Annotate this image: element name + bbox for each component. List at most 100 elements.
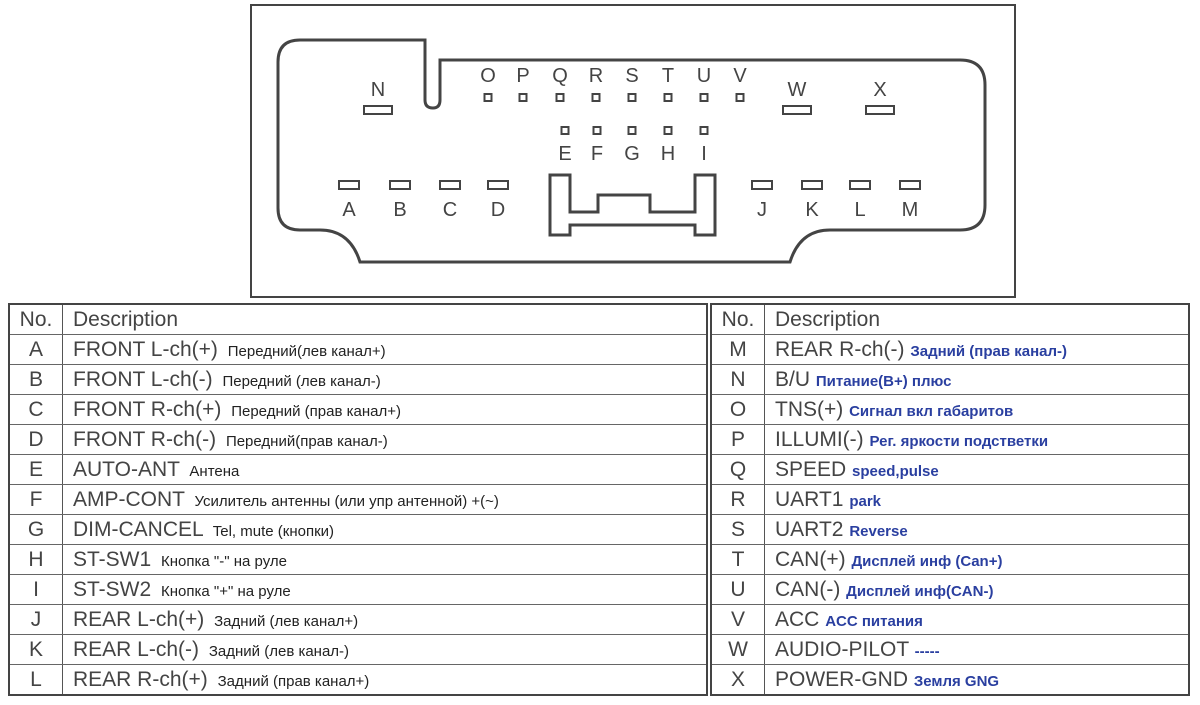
pin-signal: UART1: [775, 487, 844, 511]
pin-label: M: [902, 199, 919, 221]
pin-label: H: [661, 143, 675, 165]
pin-slot: [483, 93, 493, 102]
pin-description: AUDIO-PILOT -----: [764, 634, 1189, 665]
pin-label: W: [788, 79, 807, 101]
pin-id: A: [9, 334, 63, 365]
pin-signal: B/U: [775, 367, 811, 391]
table-row: H ST-SW1 Кнопка "-" на руле: [9, 544, 707, 575]
pin-slot: [849, 180, 871, 190]
pin-description: REAR R-ch(-) Задний (прав канал-): [764, 334, 1189, 365]
pin-description: SPEED speed,pulse: [764, 454, 1189, 485]
pin-slot: [699, 126, 709, 135]
pin-slot: [751, 180, 773, 190]
pin-id: O: [711, 394, 765, 425]
pin-description: UART2 Reverse: [764, 514, 1189, 545]
pin-slot: [439, 180, 461, 190]
pin-label: E: [558, 143, 571, 165]
pin-slot: [735, 93, 745, 102]
table-header: No. Description: [9, 304, 707, 335]
pin-note: speed,pulse: [852, 462, 939, 480]
pin-slot: [782, 105, 812, 115]
pin-signal: AUTO-ANT: [73, 457, 180, 481]
table-row: B FRONT L-ch(-) Передний (лев канал-): [9, 364, 707, 395]
pin-id: I: [9, 574, 63, 605]
pin-id: D: [9, 424, 63, 455]
pin-signal: SPEED: [775, 457, 847, 481]
pin-note: Задний (прав канал-): [910, 342, 1067, 360]
pin-description: ILLUMI(-) Рег. яркости подстветки: [764, 424, 1189, 455]
pin-note: Земля GNG: [913, 672, 1000, 690]
pin-id: H: [9, 544, 63, 575]
pin-note: Задний (лев канал-): [208, 642, 350, 660]
pin-slot: [663, 93, 673, 102]
pin-id: U: [711, 574, 765, 605]
pin-signal: ST-SW1: [73, 547, 152, 571]
pin-signal: FRONT R-ch(-): [73, 427, 217, 451]
pin-label: V: [733, 65, 747, 87]
pin-label: A: [342, 199, 356, 221]
pin-description: FRONT L-ch(+) Передний(лев канал+): [62, 334, 707, 365]
pin-id: V: [711, 604, 765, 635]
pin-id: S: [711, 514, 765, 545]
header-description: Description: [62, 304, 707, 335]
header-no: No.: [711, 304, 765, 335]
pin-signal: ST-SW2: [73, 577, 152, 601]
pin-description: POWER-GND Земля GNG: [764, 664, 1189, 696]
header-no: No.: [9, 304, 63, 335]
pin-signal: FRONT L-ch(+): [73, 337, 218, 361]
pin-label: N: [371, 79, 385, 101]
pin-note: Антена: [189, 462, 240, 480]
pin-id: B: [9, 364, 63, 395]
pin-note: ACC питания: [825, 612, 923, 630]
pin-signal: FRONT R-ch(+): [73, 397, 222, 421]
pin-label: D: [491, 199, 505, 221]
pin-description: TNS(+) Сигнал вкл габаритов: [764, 394, 1189, 425]
pin-description: REAR L-ch(-) Задний (лев канал-): [62, 634, 707, 665]
pin-signal: AUDIO-PILOT: [775, 637, 909, 661]
pin-id: Q: [711, 454, 765, 485]
pin-id: P: [711, 424, 765, 455]
pin-label: O: [480, 65, 496, 87]
pin-slot: [627, 126, 637, 135]
pin-note: Передний (лев канал-): [222, 372, 381, 390]
pin-description: FRONT R-ch(+) Передний (прав канал+): [62, 394, 707, 425]
pin-description: UART1 park: [764, 484, 1189, 515]
pin-note: -----: [914, 642, 940, 660]
pin-description: AUTO-ANT Антена: [62, 454, 707, 485]
pin-note: Дисплей инф (Can+): [851, 552, 1003, 570]
pin-id: W: [711, 634, 765, 665]
pin-signal: CAN(-): [775, 577, 841, 601]
pin-note: Reverse: [849, 522, 908, 540]
pin-label: I: [701, 143, 707, 165]
pin-note: Кнопка "-" на руле: [161, 552, 287, 570]
pin-label: G: [624, 143, 640, 165]
pin-id: T: [711, 544, 765, 575]
pin-label: C: [443, 199, 457, 221]
pin-signal: FRONT L-ch(-): [73, 367, 213, 391]
pin-note: Передний(лев канал+): [227, 342, 386, 360]
pin-signal: POWER-GND: [775, 667, 908, 691]
pin-id: J: [9, 604, 63, 635]
pin-id: C: [9, 394, 63, 425]
pin-id: E: [9, 454, 63, 485]
pin-note: Задний (прав канал+): [217, 672, 370, 690]
pin-signal: ILLUMI(-): [775, 427, 864, 451]
pin-signal: ACC: [775, 607, 820, 631]
pin-description: ACC ACC питания: [764, 604, 1189, 635]
pin-label: B: [393, 199, 406, 221]
header-description: Description: [764, 304, 1189, 335]
pin-description: CAN(+) Дисплей инф (Can+): [764, 544, 1189, 575]
